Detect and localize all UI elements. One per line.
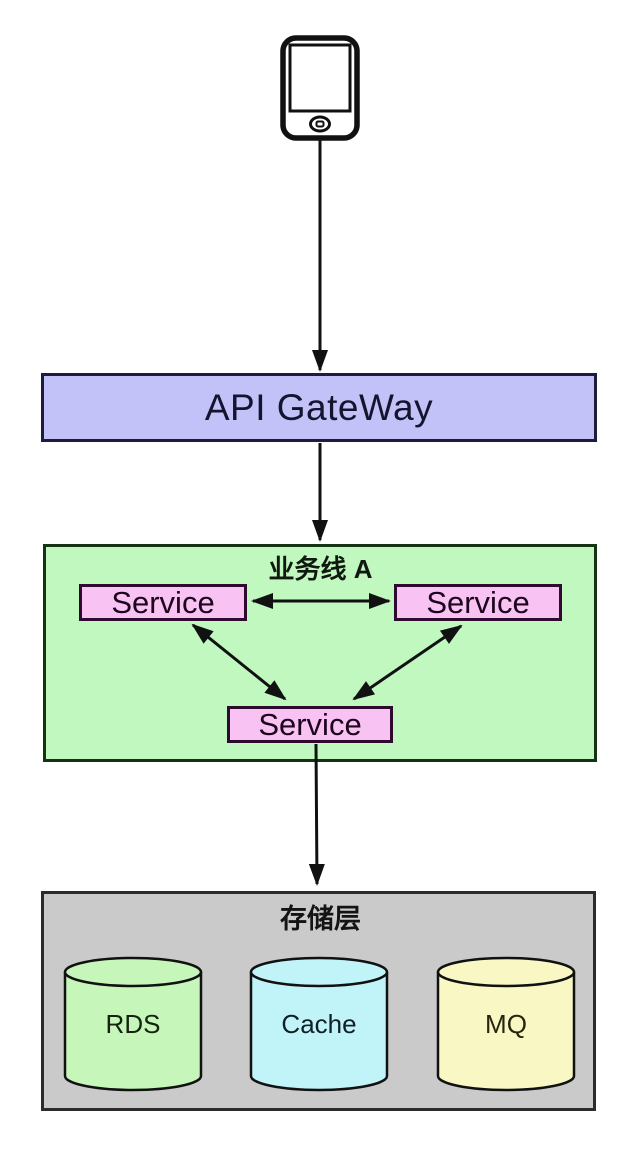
mq-label: MQ: [485, 1009, 527, 1039]
cache-label: Cache: [281, 1009, 357, 1039]
service-box-left: Service: [79, 584, 247, 621]
arrow-business-to-storage: [308, 743, 325, 886]
mobile-device-icon: [280, 35, 360, 141]
rds-label: RDS: [105, 1009, 161, 1039]
business-line-a-title: 业务线 A: [268, 554, 373, 584]
service-box-right: Service: [394, 584, 562, 621]
service-box-bottom: Service: [227, 706, 393, 743]
storage-layer-title: 存储层: [280, 904, 361, 934]
api-gateway-box: API GateWay: [41, 373, 597, 442]
